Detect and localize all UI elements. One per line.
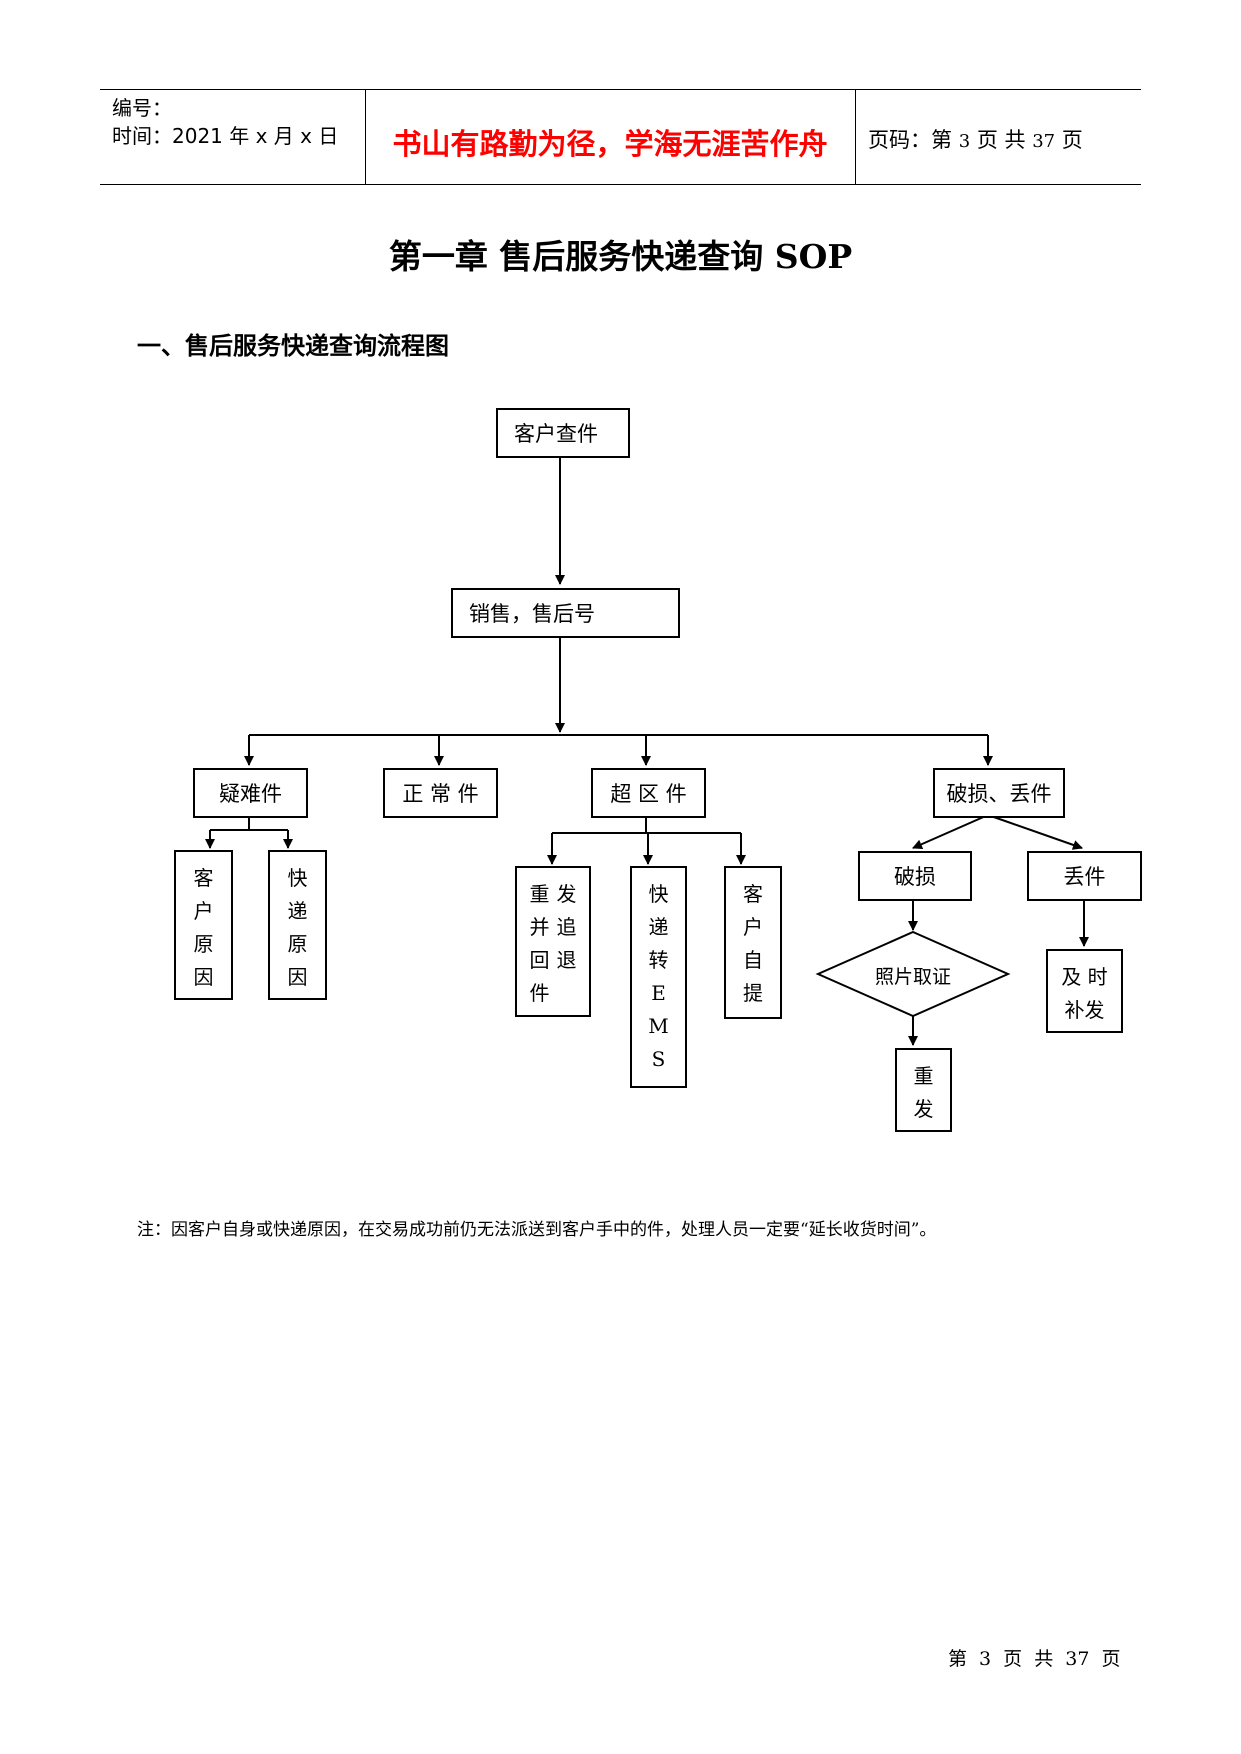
char: 因: [193, 965, 214, 989]
box-damaged-lost: 破损、丢件: [933, 768, 1065, 818]
motto-text: 书山有路勤为径，学海无涯苦作舟: [392, 127, 828, 161]
box-remote: 超 区 件: [591, 768, 706, 818]
box-resend-return: 重发 并追 回退 件: [515, 866, 591, 1017]
char: 递: [287, 899, 308, 923]
box-damaged: 破损: [858, 851, 972, 901]
char: 户: [743, 915, 763, 939]
char: 递: [648, 915, 669, 939]
char: 回: [529, 948, 550, 972]
char: 转: [648, 948, 669, 972]
char: M: [648, 1014, 669, 1038]
page-footer: 第 3 页 共 37 页: [948, 1648, 1121, 1670]
char: E: [651, 981, 666, 1005]
box-customer-query: 客户查件: [496, 408, 630, 458]
code-label: 编号：: [112, 96, 172, 120]
box-courier-reason: 快 递 原 因: [268, 850, 327, 1000]
char: 快: [648, 882, 669, 906]
page-indicator: 页码：第 3 页 共 37 页: [868, 124, 1083, 154]
line: 及 时: [1061, 965, 1108, 989]
char: 原: [193, 932, 214, 956]
box-self-pickup: 客 户 自 提: [724, 866, 782, 1019]
box-customer-reason: 客 户 原 因: [174, 850, 233, 1000]
arrow-to-damaged: [912, 814, 989, 849]
header-right-cell: 页码：第 3 页 共 37 页: [856, 90, 1141, 184]
box-resend: 重 发: [895, 1048, 952, 1132]
header-table: 编号： 时间：2021 年 x 月 x 日 书山有路勤为径，学海无涯苦作舟 页码…: [100, 89, 1141, 185]
photo-evidence-diamond: [815, 930, 1011, 1018]
char: 发: [556, 882, 577, 906]
char: 因: [287, 965, 308, 989]
char: 重: [913, 1064, 934, 1088]
char: 快: [287, 866, 308, 890]
header-middle-cell: 书山有路勤为径，学海无涯苦作舟: [365, 90, 856, 184]
char: 并: [529, 915, 550, 939]
char: 件: [529, 981, 550, 1005]
char: 户: [193, 899, 214, 923]
pager-prefix: 页码：第: [868, 128, 952, 152]
header-left-cell: 编号： 时间：2021 年 x 月 x 日: [100, 90, 366, 184]
char: 重: [529, 882, 550, 906]
photo-evidence-label: 照片取证: [874, 966, 951, 988]
char: [556, 977, 577, 1010]
box-normal: 正 常 件: [383, 768, 498, 818]
arrow-to-lost: [987, 814, 1083, 850]
char: 客: [743, 882, 763, 906]
char: 退: [556, 948, 577, 972]
pager-mid: 页 共: [976, 128, 1026, 152]
char: 提: [743, 981, 763, 1005]
box-courier-to-ems: 快 递 转 E M S: [630, 866, 687, 1088]
time-label: 时间：2021 年 x 月 x 日: [112, 124, 339, 148]
char: 追: [556, 915, 577, 939]
char: S: [651, 1047, 666, 1071]
char: 原: [287, 932, 308, 956]
footnote: 注：因客户自身或快递原因，在交易成功前仍无法派送到客户手中的件，处理人员一定要“…: [137, 1220, 937, 1240]
char: 客: [193, 866, 214, 890]
chapter-title: 第一章 售后服务快递查询 SOP: [388, 237, 853, 276]
pager-suffix: 页: [1061, 128, 1083, 152]
box-lost: 丢件: [1027, 851, 1142, 901]
char: 发: [913, 1097, 934, 1121]
pager-current: 3: [958, 131, 971, 152]
char: 自: [743, 948, 763, 972]
box-sales-aftersales: 销售，售后号: [451, 588, 680, 638]
line: 补发: [1064, 998, 1105, 1022]
section-heading: 一、售后服务快递查询流程图: [137, 331, 449, 360]
pager-total: 37: [1032, 131, 1056, 152]
box-timely-resend: 及 时 补发: [1046, 949, 1123, 1033]
box-difficult: 疑难件: [193, 768, 308, 818]
